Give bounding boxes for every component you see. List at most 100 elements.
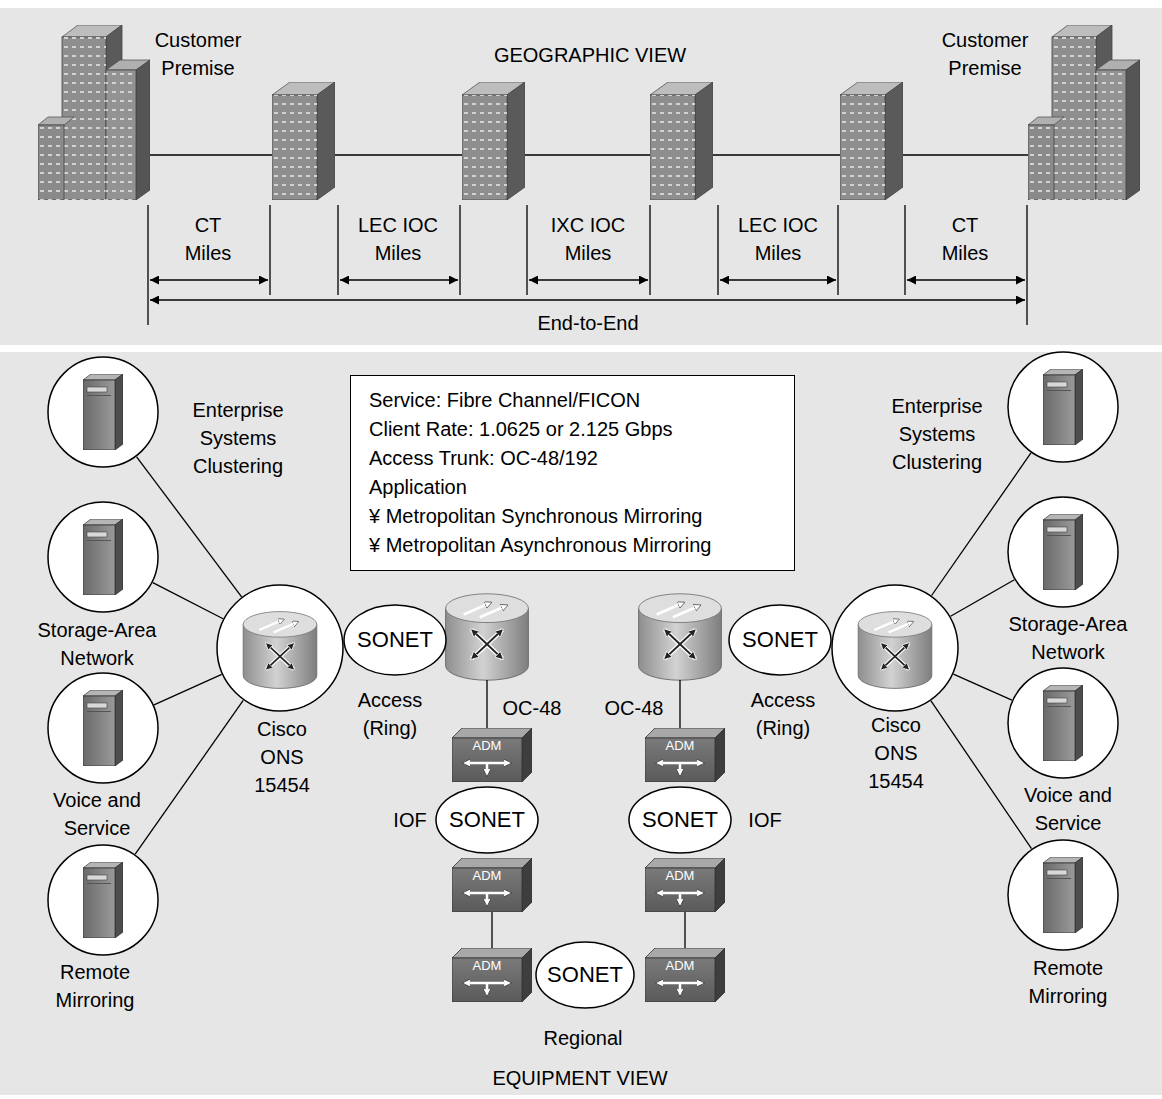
customer-building xyxy=(38,25,150,200)
oc48-link xyxy=(486,680,487,728)
adm-outline xyxy=(645,948,725,1002)
panel-title: EQUIPMENT VIEW xyxy=(380,1064,780,1092)
ellipse-outline xyxy=(536,942,634,1008)
label-text: IXC IOC Miles xyxy=(528,211,648,267)
circle-outline xyxy=(47,844,159,956)
label-text: CT Miles xyxy=(930,211,1000,267)
server-icon xyxy=(83,690,123,766)
circle-outline xyxy=(1008,668,1118,778)
circle-outline xyxy=(1007,839,1119,951)
circle-outline xyxy=(1008,840,1118,950)
label-text: Access (Ring) xyxy=(345,686,435,742)
node-label: ADM xyxy=(645,959,715,973)
connector-line xyxy=(951,580,1015,616)
ellipse-outline xyxy=(344,605,446,675)
node-label: SONET xyxy=(535,962,635,988)
connector-line xyxy=(153,583,223,619)
node-label: Remote Mirroring xyxy=(30,958,160,1014)
label-text: End-to-End xyxy=(488,309,688,337)
node-label: Storage-Area Network xyxy=(17,616,177,672)
sonet-ellipse: SONET xyxy=(728,604,832,676)
node-label: ADM xyxy=(452,959,522,973)
server-icon xyxy=(83,374,123,450)
node-label: ADM xyxy=(645,739,715,753)
circle-outline xyxy=(47,356,159,468)
office-building xyxy=(272,82,335,200)
info-line: Application xyxy=(369,473,776,502)
oc48-link xyxy=(679,680,680,728)
server-icon xyxy=(1043,369,1083,445)
equipment-panel: EQUIPMENT VIEW Service: Fibre Channel/FIC… xyxy=(0,352,1162,1095)
dimension-ticks xyxy=(148,205,1027,325)
sonet-ellipse: SONET xyxy=(535,941,635,1009)
adm-box: ADM xyxy=(452,858,532,912)
info-line: Access Trunk: OC-48/192 xyxy=(369,444,776,473)
panel-title: GEOGRAPHIC VIEW xyxy=(390,41,790,69)
adm-box: ADM xyxy=(645,728,725,782)
info-line: Client Rate: 1.0625 or 2.125 Gbps xyxy=(369,415,776,444)
adm-outline xyxy=(452,728,532,782)
connector-line xyxy=(953,674,1011,700)
server-circle: Storage-Area Network xyxy=(1007,496,1119,608)
customer-building xyxy=(1028,25,1140,200)
circle-outline xyxy=(1007,667,1119,779)
ellipse-outline xyxy=(629,787,731,853)
circle-outline xyxy=(47,672,159,784)
switch-cylinder xyxy=(639,594,722,680)
adm-icon xyxy=(645,858,725,912)
adm-icon xyxy=(645,728,725,782)
sonet-ellipse: SONET xyxy=(628,786,732,854)
node-label: ADM xyxy=(645,869,715,883)
circle-outline xyxy=(48,357,158,467)
adm-box: ADM xyxy=(452,728,532,782)
node-label: ADM xyxy=(452,869,522,883)
circle-outline xyxy=(217,585,343,711)
node-label: Voice and Service xyxy=(1003,781,1133,837)
circle-outline xyxy=(48,673,158,783)
connector-line xyxy=(491,912,492,948)
label-text: LEC IOC Miles xyxy=(718,211,838,267)
label-text: OC-48 xyxy=(589,694,679,722)
server-circle: Voice and Service xyxy=(1007,667,1119,779)
node-label: Cisco ONS 15454 xyxy=(237,715,327,799)
adm-box: ADM xyxy=(645,948,725,1002)
ellipse-outline xyxy=(436,787,538,853)
office-building xyxy=(840,82,903,200)
connector-line xyxy=(154,674,222,705)
circle-outline xyxy=(47,501,159,613)
label-text: IOF xyxy=(735,806,795,834)
node-label: Cisco ONS 15454 xyxy=(851,711,941,795)
circle-outline xyxy=(1007,351,1119,463)
circle-outline xyxy=(831,584,959,712)
sonet-ellipse: SONET xyxy=(435,786,539,854)
adm-icon xyxy=(645,948,725,1002)
dimension-arrows xyxy=(150,280,1025,300)
adm-outline xyxy=(645,728,725,782)
adm-icon xyxy=(452,858,532,912)
circle-outline xyxy=(216,584,344,712)
circle-outline xyxy=(832,585,958,711)
adm-box: ADM xyxy=(645,858,725,912)
connector-line xyxy=(684,912,685,948)
info-box: Service: Fibre Channel/FICONClient Rate:… xyxy=(350,375,795,571)
node-label: Storage-Area Network xyxy=(988,610,1148,666)
adm-icon xyxy=(452,728,532,782)
circle-outline xyxy=(1008,352,1118,462)
server-circle: Voice and Service xyxy=(47,672,159,784)
node-label: SONET xyxy=(728,627,832,653)
node-label: Remote Mirroring xyxy=(1003,954,1133,1010)
node-label: SONET xyxy=(628,807,732,833)
server-icon xyxy=(1043,685,1083,761)
switch-icon xyxy=(858,612,932,689)
switch-cylinder xyxy=(446,594,529,680)
adm-outline xyxy=(452,948,532,1002)
server-icon xyxy=(1043,514,1083,590)
switch-circle: Cisco ONS 15454 xyxy=(216,584,344,712)
adm-outline xyxy=(645,858,725,912)
server-icon xyxy=(1043,857,1083,933)
adm-icon xyxy=(452,948,532,1002)
server-icon xyxy=(83,862,123,938)
label-text: IOF xyxy=(380,806,440,834)
node-label: Enterprise Systems Clustering xyxy=(178,396,298,480)
label-text: OC-48 xyxy=(487,694,577,722)
